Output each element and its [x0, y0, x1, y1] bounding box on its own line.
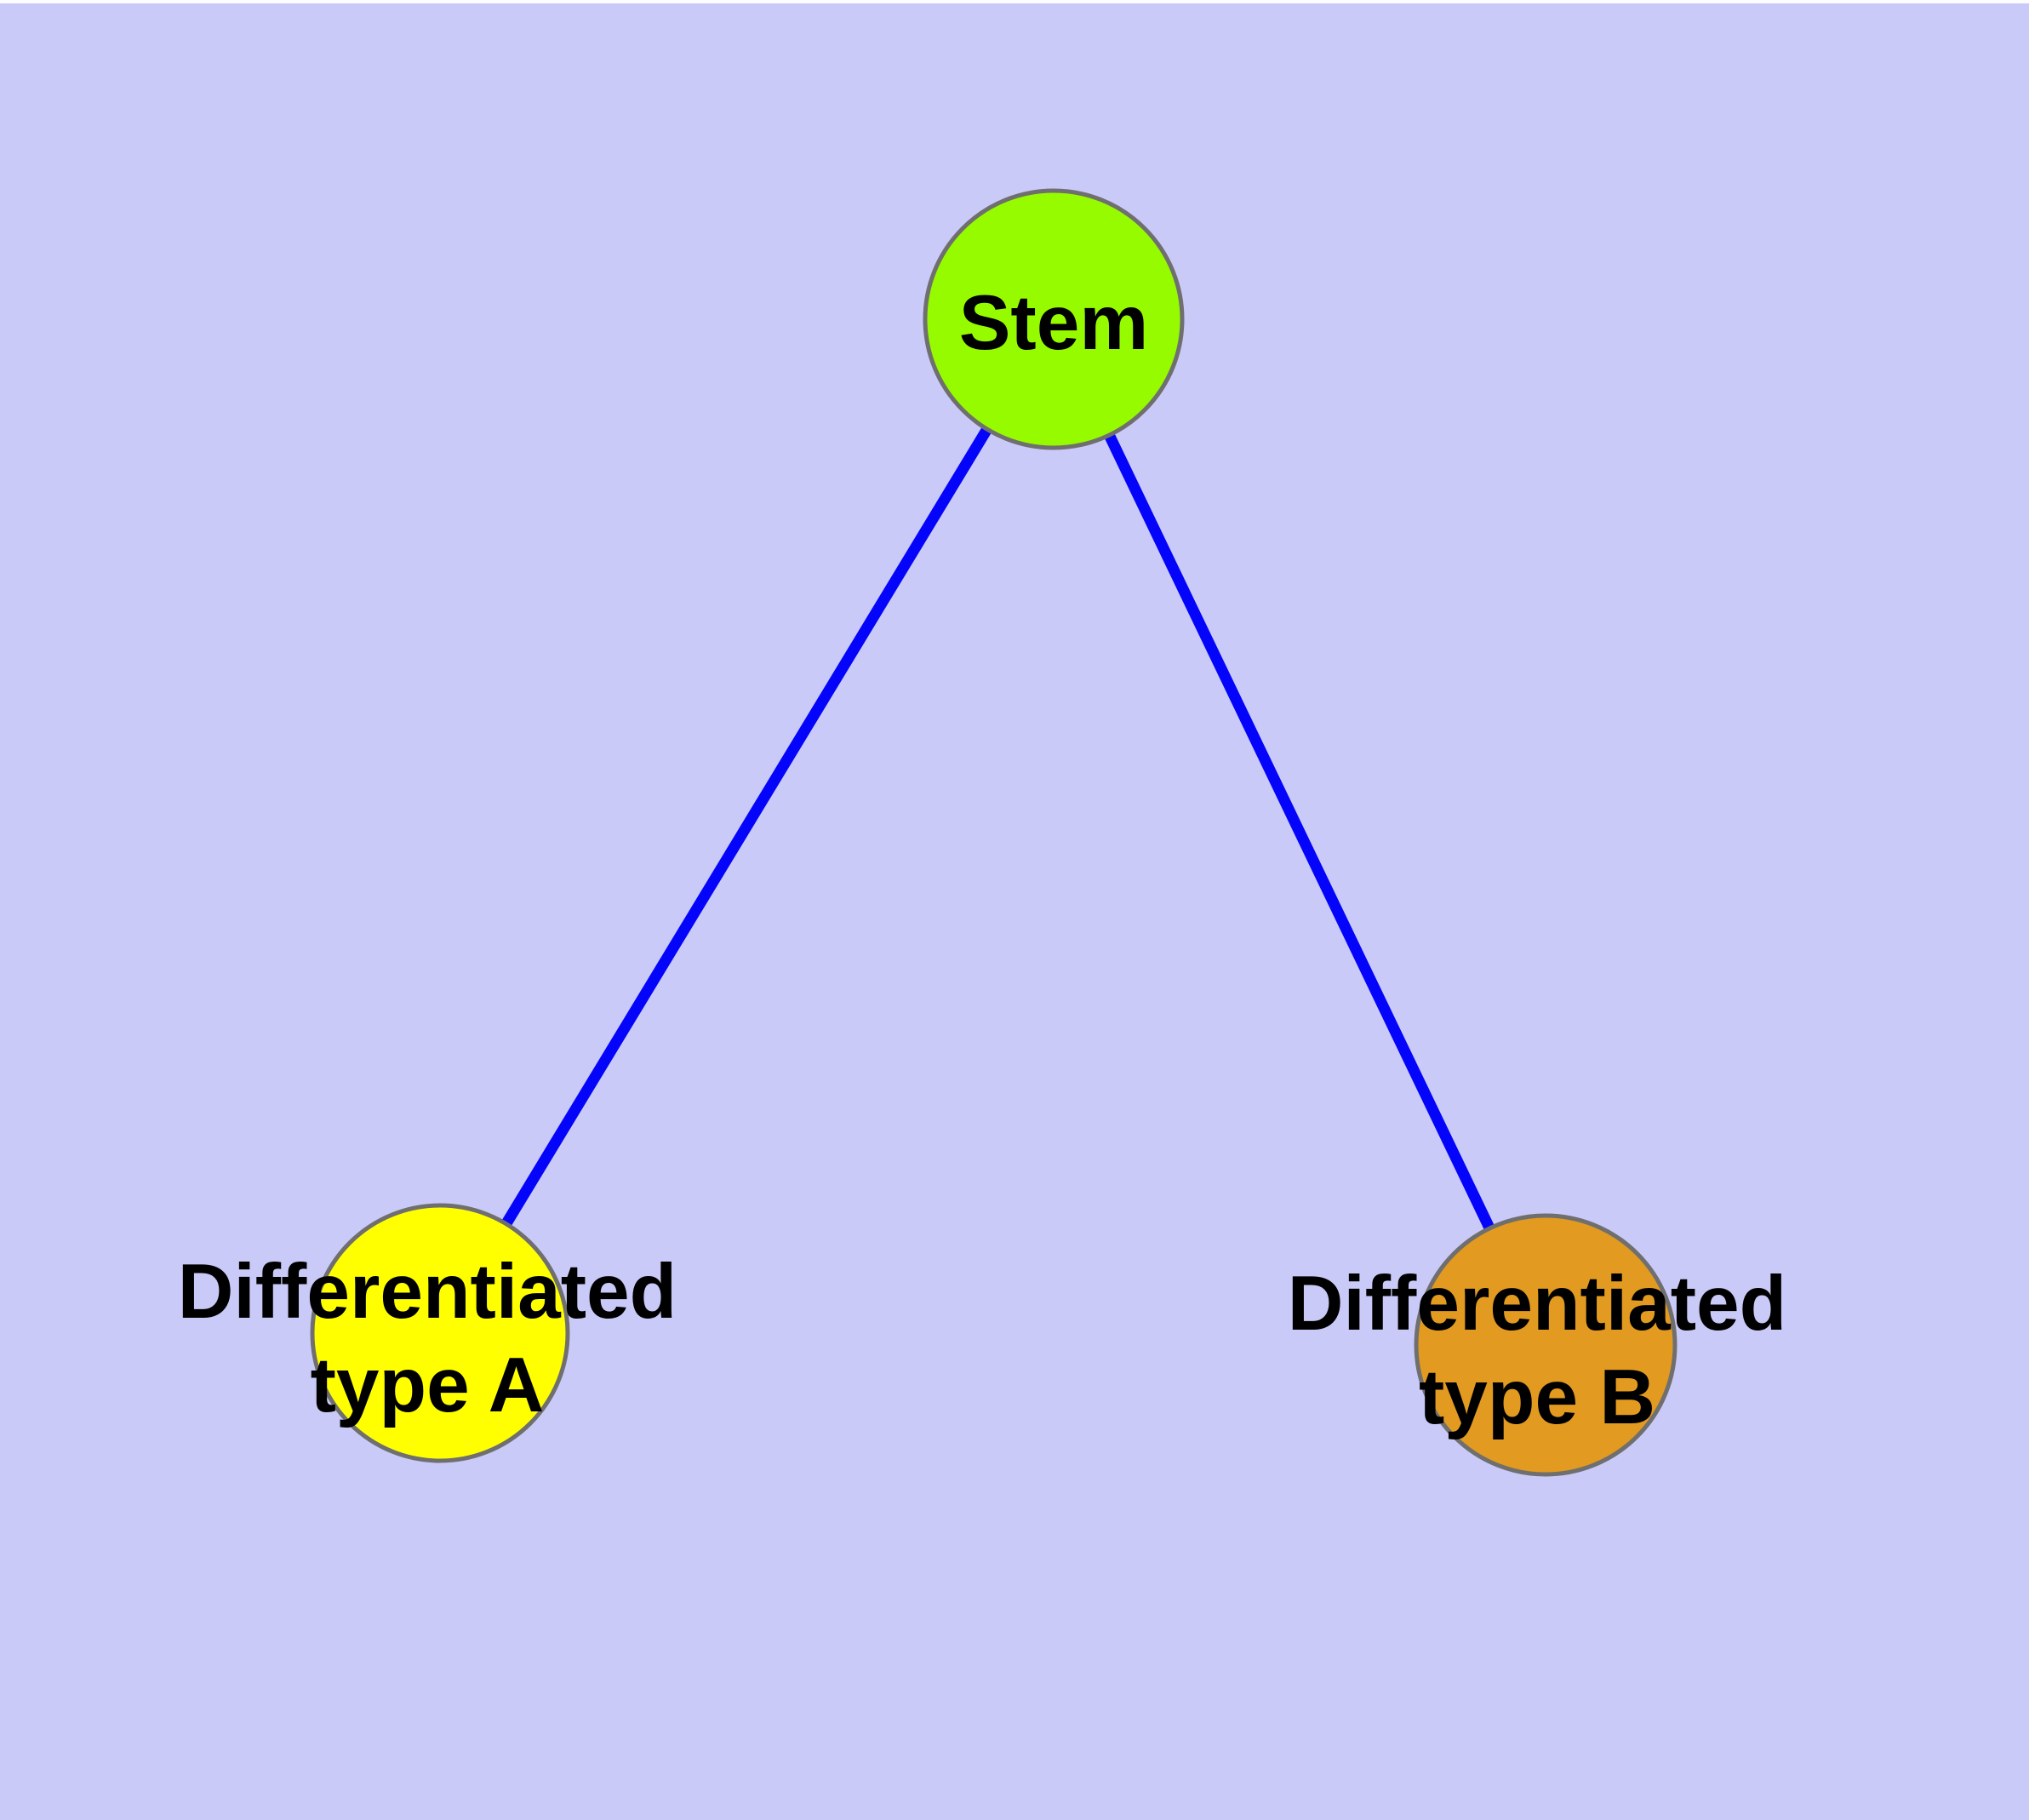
node-type-a-label-line1: Differentiated	[178, 1249, 677, 1335]
node-stem-label: Stem	[959, 280, 1149, 366]
node-type-b-label-line1: Differentiated	[1288, 1261, 1787, 1347]
node-stem	[923, 188, 1185, 450]
node-differentiated-type-a	[310, 1203, 570, 1463]
edge-stem-to-type-b	[1049, 317, 1551, 1348]
node-type-b-label-line2: type B	[1419, 1354, 1655, 1440]
node-differentiated-type-b	[1414, 1213, 1677, 1477]
top-margin-strip	[0, 0, 2029, 3]
node-type-a-label-line2: type A	[311, 1342, 545, 1428]
edge-stem-to-type-a	[435, 316, 1059, 1336]
